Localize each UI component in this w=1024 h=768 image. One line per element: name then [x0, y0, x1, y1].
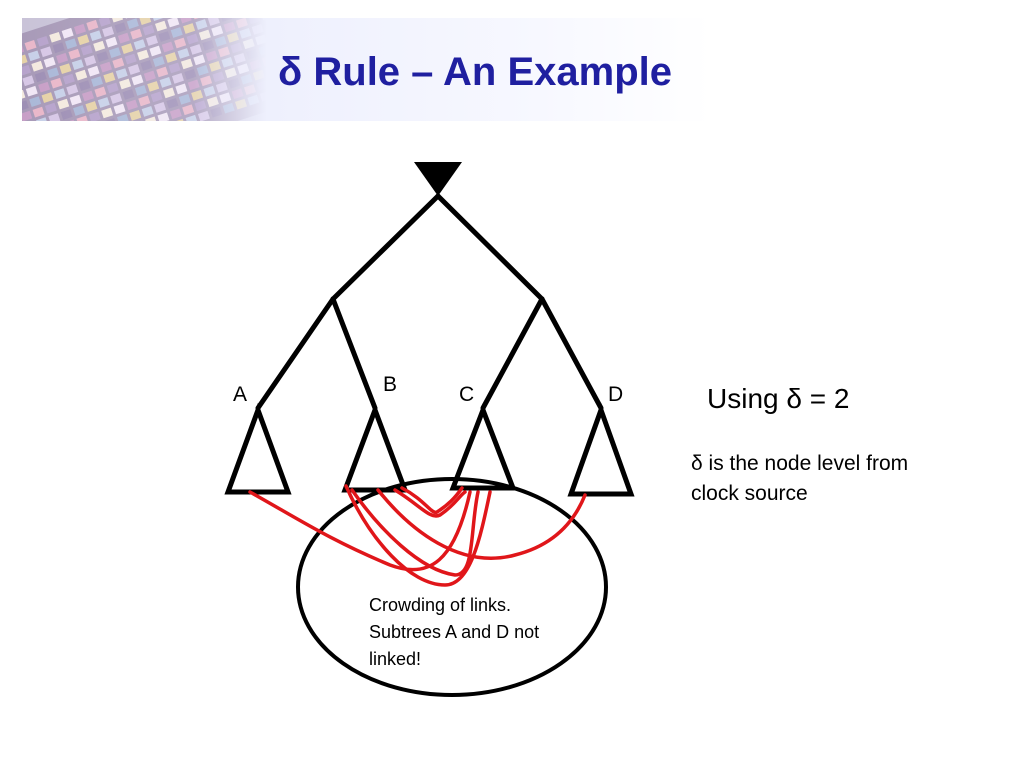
link-b-c-3 [393, 488, 467, 518]
node-label-c: C [459, 383, 474, 406]
subtree-b [341, 402, 409, 493]
link-b-d [376, 488, 587, 560]
subtree-a [224, 402, 292, 495]
clock-source-icon [414, 162, 462, 196]
subtree-triangles [224, 402, 635, 497]
node-label-a: A [233, 383, 247, 406]
using-delta-label: Using δ = 2 [707, 383, 850, 414]
link-a-c [248, 490, 472, 572]
subtree-d [567, 402, 635, 497]
subtree-c [449, 403, 517, 491]
crowding-note: Crowding of links. Subtrees A and D not … [369, 595, 540, 669]
node-label-b: B [383, 373, 397, 396]
node-label-d: D [608, 383, 623, 406]
crowding-ellipse [296, 477, 608, 697]
slide-title: δ Rule – An Example [278, 50, 673, 94]
delta-description: δ is the node level from clock source [691, 452, 909, 505]
link-b-c-1 [344, 484, 492, 587]
link-b-c-2 [350, 488, 480, 577]
slide-header: δ Rule – An Example [22, 18, 712, 121]
wafer-image [22, 18, 267, 121]
clock-tree-branches [255, 193, 604, 411]
red-links [248, 484, 587, 587]
link-b-c-4 [400, 486, 464, 515]
